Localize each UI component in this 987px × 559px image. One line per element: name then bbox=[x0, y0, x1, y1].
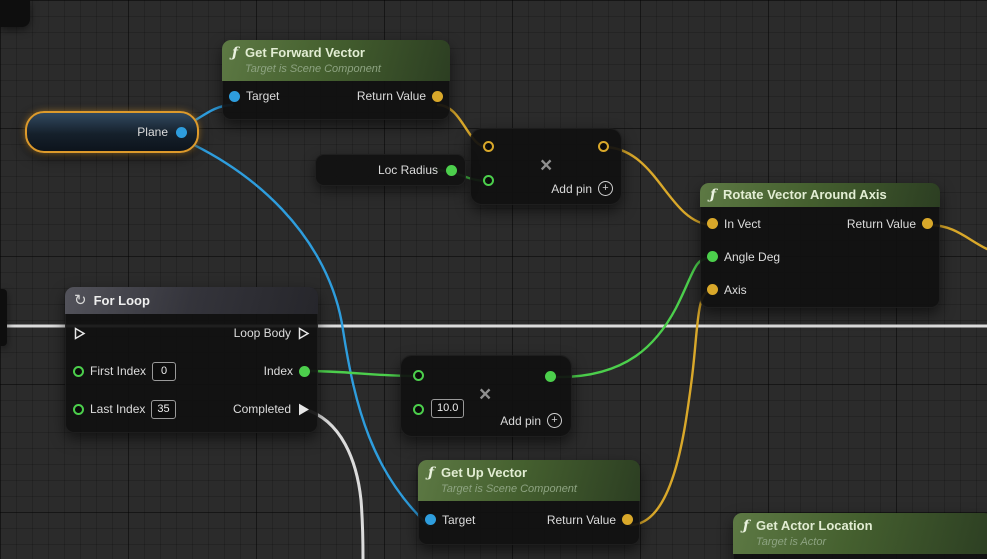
node-loc-radius-variable[interactable]: Loc Radius bbox=[315, 154, 466, 186]
target-label: Target bbox=[442, 512, 476, 527]
loop-body-label: Loop Body bbox=[233, 326, 291, 340]
node-header[interactable]: ↻ For Loop bbox=[65, 287, 318, 314]
return-value-pin[interactable] bbox=[432, 90, 443, 102]
multiply-icon: × bbox=[479, 383, 492, 406]
node-subtitle: Target is Scene Component bbox=[245, 63, 381, 75]
axis-pin[interactable] bbox=[707, 284, 718, 295]
completed-label: Completed bbox=[232, 402, 291, 416]
in-vect-pin[interactable] bbox=[707, 218, 718, 229]
add-pin-plus-icon: + bbox=[547, 413, 562, 428]
return-value-label: Return Value bbox=[356, 89, 426, 103]
in-vect-label: In Vect bbox=[724, 216, 761, 231]
add-pin-label: Add pin bbox=[500, 413, 541, 428]
add-pin-plus-icon: + bbox=[598, 181, 613, 196]
wire-multiply-to-invect[interactable] bbox=[604, 145, 713, 227]
add-pin-label: Add pin bbox=[551, 181, 592, 196]
plane-label: Plane bbox=[137, 125, 168, 139]
node-plane-variable[interactable]: Plane bbox=[25, 111, 199, 153]
function-icon: ƒ bbox=[428, 465, 435, 481]
first-index-label: First Index bbox=[90, 364, 147, 378]
index-label: Index bbox=[263, 364, 293, 378]
node-title: For Loop bbox=[93, 293, 150, 308]
return-value-pin[interactable] bbox=[622, 514, 633, 525]
plane-output-pin[interactable] bbox=[176, 126, 187, 138]
loop-body-exec-pin[interactable] bbox=[297, 326, 310, 340]
last-index-pin[interactable] bbox=[73, 403, 84, 415]
node-for-loop[interactable]: ↻ For Loop Loop Body First Index 0 bbox=[65, 287, 318, 433]
completed-exec-pin[interactable] bbox=[297, 403, 310, 416]
angle-deg-pin[interactable] bbox=[707, 251, 718, 262]
exec-input-pin[interactable] bbox=[73, 326, 86, 340]
function-icon: ƒ bbox=[743, 518, 750, 534]
multiply-icon: × bbox=[540, 154, 553, 177]
node-header[interactable]: ƒ Get Actor Location Target is Actor bbox=[733, 513, 987, 554]
node-get-actor-location[interactable]: ƒ Get Actor Location Target is Actor bbox=[733, 513, 987, 559]
target-input-pin[interactable] bbox=[425, 514, 436, 525]
function-icon: ƒ bbox=[710, 187, 717, 203]
first-index-input[interactable]: 0 bbox=[152, 361, 177, 381]
node-title: Rotate Vector Around Axis bbox=[723, 187, 887, 202]
node-header[interactable]: ƒ Get Forward Vector Target is Scene Com… bbox=[222, 40, 450, 81]
node-header[interactable]: ƒ Get Up Vector Target is Scene Componen… bbox=[418, 460, 640, 501]
multiply-output-pin[interactable] bbox=[545, 371, 556, 382]
last-index-input[interactable]: 35 bbox=[151, 399, 176, 419]
add-pin-button[interactable]: Add pin + bbox=[551, 181, 613, 196]
loop-icon: ↻ bbox=[74, 292, 87, 309]
loc-radius-output-pin[interactable] bbox=[446, 164, 457, 176]
node-get-forward-vector[interactable]: ƒ Get Forward Vector Target is Scene Com… bbox=[222, 40, 450, 120]
node-header[interactable]: ƒ Rotate Vector Around Axis bbox=[700, 183, 940, 207]
node-title: Get Forward Vector bbox=[245, 45, 365, 60]
node-subtitle: Target is Actor bbox=[756, 536, 827, 548]
node-rotate-vector-around-axis[interactable]: ƒ Rotate Vector Around Axis In Vect Retu… bbox=[700, 183, 940, 308]
function-icon: ƒ bbox=[232, 45, 239, 61]
index-output-pin[interactable] bbox=[299, 365, 310, 377]
wire-plane-to-up-vector[interactable] bbox=[157, 128, 430, 527]
wire-completed-down[interactable] bbox=[302, 407, 365, 559]
last-index-label: Last Index bbox=[90, 402, 146, 416]
multiply-input-pin-2[interactable] bbox=[413, 404, 424, 415]
axis-label: Axis bbox=[724, 282, 747, 297]
wire-multiply-to-angledeg[interactable] bbox=[551, 256, 712, 379]
wire-upvector-to-axis[interactable] bbox=[628, 289, 712, 527]
return-value-label: Return Value bbox=[546, 512, 616, 527]
node-multiply-bottom[interactable]: × 10.0 Add pin + bbox=[400, 355, 572, 437]
node-subtitle: Target is Scene Component bbox=[441, 483, 577, 495]
return-value-pin[interactable] bbox=[922, 218, 933, 229]
multiply-value-input[interactable]: 10.0 bbox=[431, 399, 465, 418]
target-label: Target bbox=[246, 89, 280, 103]
add-pin-button[interactable]: Add pin + bbox=[500, 413, 562, 428]
node-title: Get Up Vector bbox=[441, 465, 527, 480]
node-get-up-vector[interactable]: ƒ Get Up Vector Target is Scene Componen… bbox=[418, 460, 640, 545]
first-index-pin[interactable] bbox=[73, 365, 84, 377]
angle-deg-label: Angle Deg bbox=[724, 249, 781, 264]
multiply-input-pin-2[interactable] bbox=[483, 175, 494, 186]
target-input-pin[interactable] bbox=[229, 90, 240, 102]
offscreen-node-fragment-left[interactable] bbox=[0, 289, 7, 346]
loc-radius-label: Loc Radius bbox=[377, 163, 438, 177]
multiply-output-pin[interactable] bbox=[598, 141, 609, 152]
node-title: Get Actor Location bbox=[756, 518, 873, 533]
multiply-input-pin-1[interactable] bbox=[413, 370, 424, 381]
offscreen-node-fragment-topleft[interactable] bbox=[0, 0, 30, 27]
multiply-input-pin-1[interactable] bbox=[483, 141, 494, 152]
return-value-label: Return Value bbox=[846, 216, 916, 231]
node-multiply-top[interactable]: × Add pin + bbox=[470, 128, 622, 205]
